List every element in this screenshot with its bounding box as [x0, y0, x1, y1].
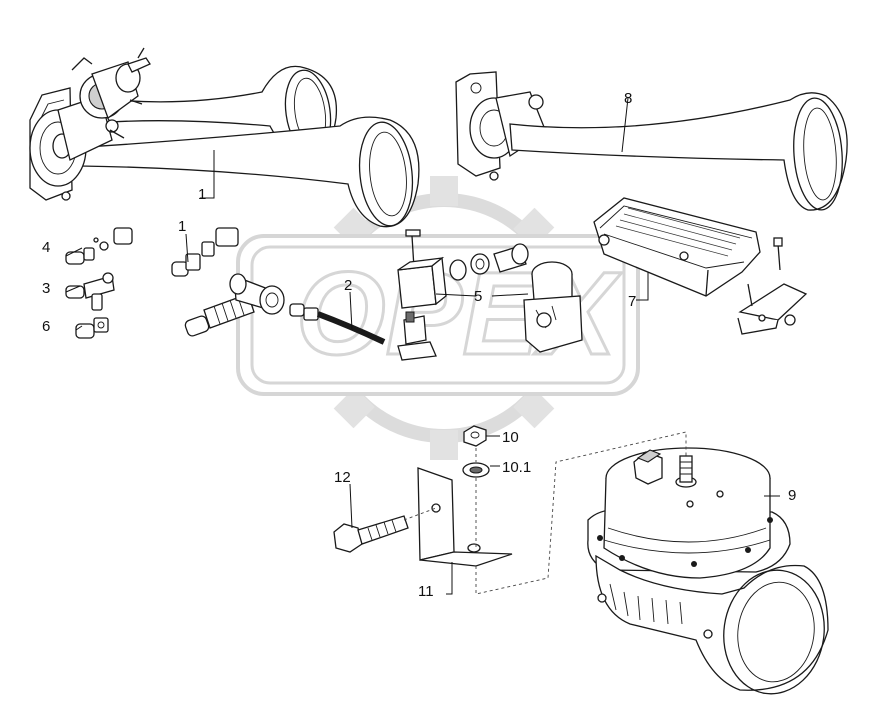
part-labels: 1 1 4 3 6 2 5 8 7 10 10.1 12 11 9 [42, 90, 796, 600]
pipe-union [184, 273, 285, 337]
nut-10 [463, 425, 487, 447]
label-fitting-1: 1 [178, 218, 186, 235]
electric-horn [587, 447, 829, 695]
solenoid-valve-5 [397, 229, 583, 361]
label-washer-10-1: 10.1 [502, 459, 531, 476]
label-tee-3: 3 [42, 280, 50, 297]
tee-fitting-3 [65, 272, 115, 311]
bolt-12 [333, 515, 409, 553]
label-button-7: 7 [628, 293, 636, 310]
label-fitting-4: 4 [42, 239, 50, 256]
hose-2 [289, 303, 386, 345]
watermark-frame-inner [250, 245, 626, 385]
label-horn-pair: 1 [198, 186, 206, 203]
label-bracket-11: 11 [418, 583, 434, 600]
label-electric-horn-9: 9 [788, 487, 796, 504]
leader-lines [65, 97, 780, 595]
mounting-clip [737, 237, 808, 335]
fitting-6 [75, 317, 109, 339]
label-valve-5: 5 [474, 288, 482, 305]
label-horn-8: 8 [624, 90, 632, 107]
single-air-horn [455, 71, 848, 211]
assembly-dashes [403, 431, 687, 595]
bracket-11 [417, 467, 513, 567]
twin-air-horn [29, 47, 420, 228]
fitting-1 [171, 227, 239, 277]
washer-10-1 [462, 462, 490, 478]
label-nut-10: 10 [502, 429, 519, 446]
label-hose-2: 2 [344, 277, 352, 294]
push-button-7 [593, 197, 761, 297]
label-fitting-6: 6 [42, 318, 50, 335]
fitting-4 [65, 227, 133, 265]
label-bolt-12: 12 [334, 469, 351, 486]
